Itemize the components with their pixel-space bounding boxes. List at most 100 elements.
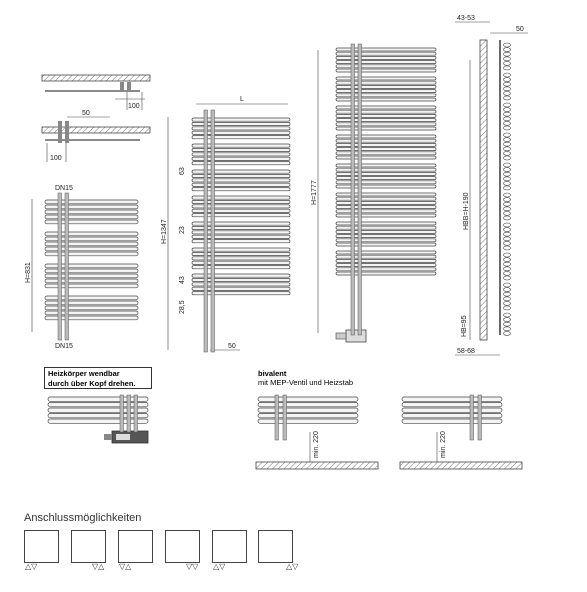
collector-pipe xyxy=(126,394,131,433)
side-tube-section xyxy=(503,111,511,117)
radiator-h831: DN15 DN15 H=831 xyxy=(25,185,139,350)
collector-pipe xyxy=(357,43,362,336)
mid-tube xyxy=(191,286,291,291)
side-tube-section xyxy=(503,72,511,78)
mid-tube xyxy=(191,226,291,230)
dim-min-220-b: min. 220 xyxy=(440,431,447,458)
mid-tube xyxy=(191,273,291,278)
mid-tube xyxy=(191,221,291,226)
side-tube-section xyxy=(503,192,511,198)
side-tube-section xyxy=(503,317,511,322)
collector-pipe xyxy=(210,109,215,353)
dn15-bottom-label: DN15 xyxy=(55,343,73,350)
mid-tube xyxy=(191,161,291,166)
side-tube-section xyxy=(503,155,511,161)
side-tube-section xyxy=(503,231,511,237)
side-tube-section xyxy=(503,197,511,202)
biv-a-tube xyxy=(257,402,359,408)
side-tube-section xyxy=(503,102,511,108)
mid-tube xyxy=(191,282,291,287)
turn-tube xyxy=(47,413,149,419)
side-tube-section xyxy=(503,116,511,122)
side-tube-section xyxy=(503,42,511,48)
side-tube-section xyxy=(503,201,511,207)
mid-tube xyxy=(191,213,291,218)
heating-element xyxy=(345,329,367,343)
dim-23: 23 xyxy=(179,226,186,234)
mid-tube xyxy=(191,230,291,235)
biv-b-tube xyxy=(401,418,503,424)
side-tube-section xyxy=(503,56,511,62)
mid-tube xyxy=(191,174,291,178)
side-tube-section xyxy=(503,185,511,191)
side-tube-section xyxy=(503,162,511,168)
mid-tube xyxy=(191,122,291,126)
side-tube-section xyxy=(503,215,511,221)
dim-50-bottom: 50 xyxy=(228,343,236,350)
bivalent-title: bivalent xyxy=(258,369,287,378)
mid-tube xyxy=(191,126,291,131)
radiator-h1777: H=1777 xyxy=(311,43,437,343)
mid-tube xyxy=(191,117,291,122)
biv-a-tube xyxy=(257,396,359,402)
turn-tube xyxy=(47,402,149,408)
side-tube-section xyxy=(503,107,511,112)
mid-tube xyxy=(191,208,291,213)
connection-option-5 xyxy=(212,530,247,563)
connection-option-6 xyxy=(258,530,293,563)
side-tube-section xyxy=(503,266,511,272)
side-tube-section xyxy=(503,132,511,138)
mid-tube xyxy=(191,200,291,204)
collector-pipe xyxy=(57,192,62,341)
dim-hbb: HBB=H-190 xyxy=(463,192,470,230)
collector-pipe xyxy=(477,394,482,441)
connection-option-2-symbol: ▽△ xyxy=(92,562,105,571)
collector-pipe xyxy=(282,394,287,441)
side-tube-section xyxy=(503,271,511,276)
biv-a-tube xyxy=(257,413,359,419)
dim-depth-50: 50 xyxy=(516,26,524,33)
side-tube-section xyxy=(503,121,511,126)
side-tube-section xyxy=(503,171,511,177)
biv-a-tube xyxy=(257,418,359,424)
mid-tube xyxy=(191,265,291,270)
bivalent-note: bivalent mit MEP-Ventil und Heizstab xyxy=(258,369,353,387)
side-tube-section xyxy=(503,176,511,182)
wall-section xyxy=(479,39,488,341)
connection-option-4 xyxy=(165,530,200,563)
wall-bracket-view-bottom: 50 100 xyxy=(41,110,151,162)
radiator-h1347: L H=1347 63 23 43 28,5 50 xyxy=(161,96,291,353)
connection-options-title: Anschlussmöglichkeiten xyxy=(24,512,142,524)
connection-option-2 xyxy=(71,530,106,563)
dim-min-220-a: min. 220 xyxy=(313,431,320,458)
mid-tube xyxy=(191,204,291,209)
mid-tube xyxy=(191,234,291,239)
side-tube-section xyxy=(503,95,511,101)
connection-option-5-symbol: △▽ xyxy=(213,562,226,571)
side-tube-section xyxy=(503,61,511,66)
biv-b-tube xyxy=(401,413,503,419)
side-tube-section xyxy=(503,287,511,292)
wall-bracket-view-top: 100 xyxy=(41,74,151,110)
dim-43: 43 xyxy=(179,276,186,284)
collector-pipe xyxy=(469,394,474,441)
dim-hb95: HB=95 xyxy=(461,315,468,337)
dim-100-a: 100 xyxy=(128,103,140,110)
side-tube-section xyxy=(503,77,511,82)
turnable-note-line1: Heizkörper wendbar xyxy=(48,369,120,378)
mid-tube xyxy=(191,187,291,192)
mid-tube xyxy=(191,291,291,296)
side-tube-section xyxy=(503,167,511,172)
dim-h1347: H=1347 xyxy=(161,219,168,244)
side-tube-section xyxy=(503,86,511,92)
dim-h1777: H=1777 xyxy=(311,180,318,205)
turnable-note-line2: durch über Kopf drehen. xyxy=(48,379,136,388)
side-tube-section xyxy=(503,312,511,318)
mid-tube xyxy=(191,178,291,183)
mid-tube xyxy=(191,143,291,148)
connection-option-3 xyxy=(118,530,153,563)
connection-option-3-symbol: ▽△ xyxy=(119,562,132,571)
connection-option-1 xyxy=(24,530,59,563)
mid-tube xyxy=(191,247,291,252)
